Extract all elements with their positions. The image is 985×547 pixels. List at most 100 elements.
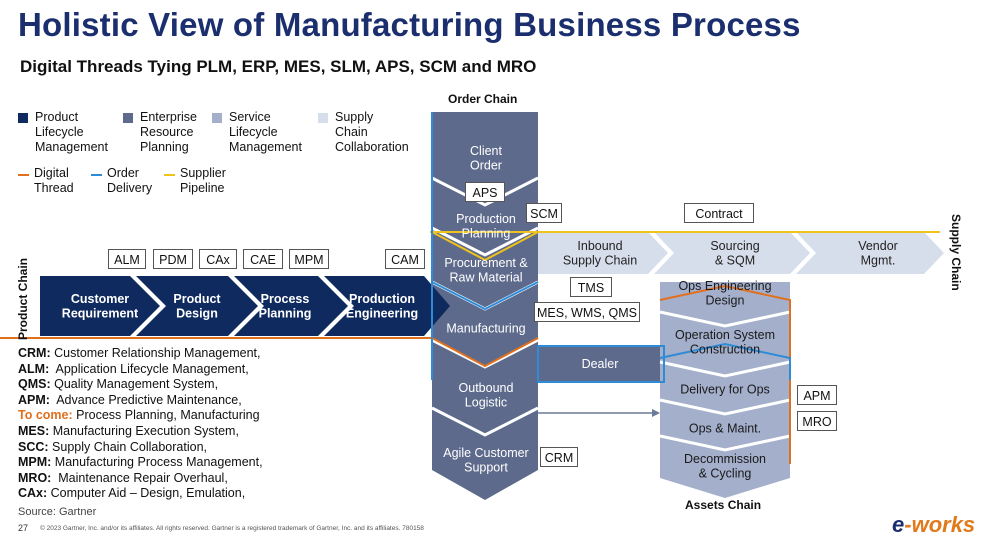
supply-chain-chevrons	[538, 232, 944, 274]
source-note: Source: Gartner	[18, 506, 97, 518]
order-chain-step: Logistic	[465, 396, 507, 410]
legend-erp: Enterprise Resource Planning	[123, 110, 223, 158]
abbreviation-key: MPM:	[18, 455, 52, 470]
tag-apm: APM	[797, 385, 837, 405]
abbreviation-text: Manufacturing Execution System,	[49, 423, 239, 438]
abbreviation-key: QMS:	[18, 377, 51, 392]
abbreviation-key: APM:	[18, 392, 50, 407]
abbreviation-text: Supply Chain Collaboration,	[48, 439, 207, 454]
order-chain-label: Order Chain	[448, 92, 518, 106]
tag-contract: Contract	[684, 203, 754, 223]
legend-digital-thread: Digital Thread	[18, 166, 98, 198]
tag-mro: MRO	[797, 411, 837, 431]
assets-chain-step: Ops Engineering	[678, 279, 771, 293]
tag-cam: CAM	[385, 249, 425, 269]
page-number: 27	[18, 523, 29, 533]
legend-erp-label: Enterprise Resource Planning	[140, 110, 197, 154]
abbreviation-row: MRO: Maintenance Repair Overhaul,	[18, 471, 263, 487]
abbreviation-text: Application Lifecycle Management,	[49, 361, 249, 376]
product-chain-step: Customer	[71, 292, 129, 306]
tag-alm: ALM	[108, 249, 146, 269]
abbreviation-row: APM: Advance Predictive Maintenance,	[18, 393, 263, 409]
abbreviation-key: ALM:	[18, 361, 50, 376]
order-chain-step: Planning	[462, 227, 511, 241]
tag-crm: CRM	[540, 447, 578, 467]
abbreviation-row: MPM: Manufacturing Process Management,	[18, 455, 263, 471]
order-chain-step: Agile Customer	[443, 446, 528, 460]
legend-slm-swatch	[212, 113, 222, 123]
abbreviation-text: Advance Predictive Maintenance,	[49, 392, 242, 407]
abbreviation-key: MRO:	[18, 470, 52, 485]
order-delivery-chevron	[431, 281, 539, 311]
abbreviation-row: CRM: Customer Relationship Management,	[18, 346, 263, 362]
order-chain-column	[432, 112, 538, 500]
order-delivery-assets	[659, 342, 791, 380]
assets-chain-label: Assets Chain	[685, 498, 762, 512]
abbreviation-key: MES:	[18, 423, 50, 438]
product-chain-step: Product	[173, 292, 221, 306]
abbreviation-text: Customer Relationship Management,	[50, 346, 261, 360]
supply-chain-step: Mgmt.	[861, 254, 896, 268]
product-chain-step: Planning	[259, 307, 312, 321]
assets-chain-step: Ops & Maint.	[689, 421, 761, 435]
legend-slm-label: Service Lifecycle Management	[229, 110, 302, 154]
order-chain-step: Manufacturing	[446, 321, 525, 335]
legend-slm: Service Lifecycle Management	[212, 110, 312, 158]
tag-cax: CAx	[199, 249, 237, 269]
order-chain-step: Order	[470, 159, 502, 173]
supplier-pipeline-chevron	[431, 231, 539, 262]
legend-supplier-pipeline-label: Supplier Pipeline	[180, 166, 226, 195]
tag-aps: APS	[465, 182, 505, 202]
logo-suffix: -works	[904, 512, 976, 537]
order-chain-step: Outbound	[459, 381, 514, 395]
legend-plm-label: Product Lifecycle Management	[35, 110, 108, 154]
legend-plm: Product Lifecycle Management	[18, 110, 128, 158]
product-chain-step: Requirement	[62, 307, 139, 321]
digital-thread-line	[0, 337, 539, 368]
legend-supplier-pipeline: Supplier Pipeline	[164, 166, 244, 198]
supply-chain-step: & SQM	[715, 254, 755, 268]
logo-prefix: e	[892, 512, 905, 537]
supply-chain-label: Supply Chain	[949, 214, 963, 291]
supply-chain-step: Vendor	[858, 239, 898, 253]
legend-scm-swatch	[318, 113, 328, 123]
abbreviation-row: ALM: Application Lifecycle Management,	[18, 362, 263, 378]
legend-order-delivery-line	[91, 174, 102, 176]
tag-tms: TMS	[570, 277, 612, 297]
copyright-footer: © 2023 Gartner, Inc. and/or its affiliat…	[40, 525, 424, 532]
abbreviation-row: SCC: Supply Chain Collaboration,	[18, 440, 263, 456]
abbreviation-key: To come:	[18, 408, 73, 423]
legend-plm-swatch	[18, 113, 28, 123]
abbreviation-list: CRM: Customer Relationship Management,AL…	[18, 346, 263, 502]
supply-chain-step: Inbound	[577, 239, 622, 253]
tag-mes: MES, WMS, QMS	[534, 302, 640, 322]
assets-chain-step: Construction	[690, 343, 760, 357]
abbreviation-key: CRM:	[18, 346, 51, 360]
product-chain-step: Design	[176, 307, 218, 321]
legend-erp-swatch	[123, 113, 133, 123]
eworks-logo: e-works	[892, 512, 975, 538]
legend-order-delivery-label: Order Delivery	[107, 166, 153, 195]
abbreviation-key: CAx:	[18, 486, 48, 501]
legend-scm-label: Supply Chain Collaboration	[335, 110, 409, 154]
legend-supplier-pipeline-line	[164, 174, 175, 176]
page-subtitle: Digital Threads Tying PLM, ERP, MES, SLM…	[20, 57, 537, 76]
abbreviation-text: Maintenance Repair Overhaul,	[51, 470, 228, 485]
assets-chain-separators	[659, 310, 791, 452]
product-chain-chevrons	[40, 276, 450, 336]
legend-digital-thread-label: Digital Thread	[34, 166, 74, 195]
assets-chain-step: Decommission	[684, 452, 766, 466]
assets-chain-step: Design	[706, 294, 745, 308]
legend-scm: Supply Chain Collaboration	[318, 110, 418, 158]
order-chain-step: Raw Material	[450, 271, 523, 285]
abbreviation-text: Process Planning, Manufacturing	[72, 408, 260, 423]
order-chain-step: Procurement &	[444, 256, 528, 270]
product-chain-step: Process	[261, 292, 310, 306]
abbreviation-key: SCC:	[18, 439, 49, 454]
legend-digital-thread-line	[18, 174, 29, 176]
order-chain-step: Client	[470, 144, 502, 158]
abbreviation-text: Quality Management System,	[50, 377, 219, 392]
order-chain-step: Production	[456, 212, 516, 226]
tag-pdm: PDM	[153, 249, 193, 269]
